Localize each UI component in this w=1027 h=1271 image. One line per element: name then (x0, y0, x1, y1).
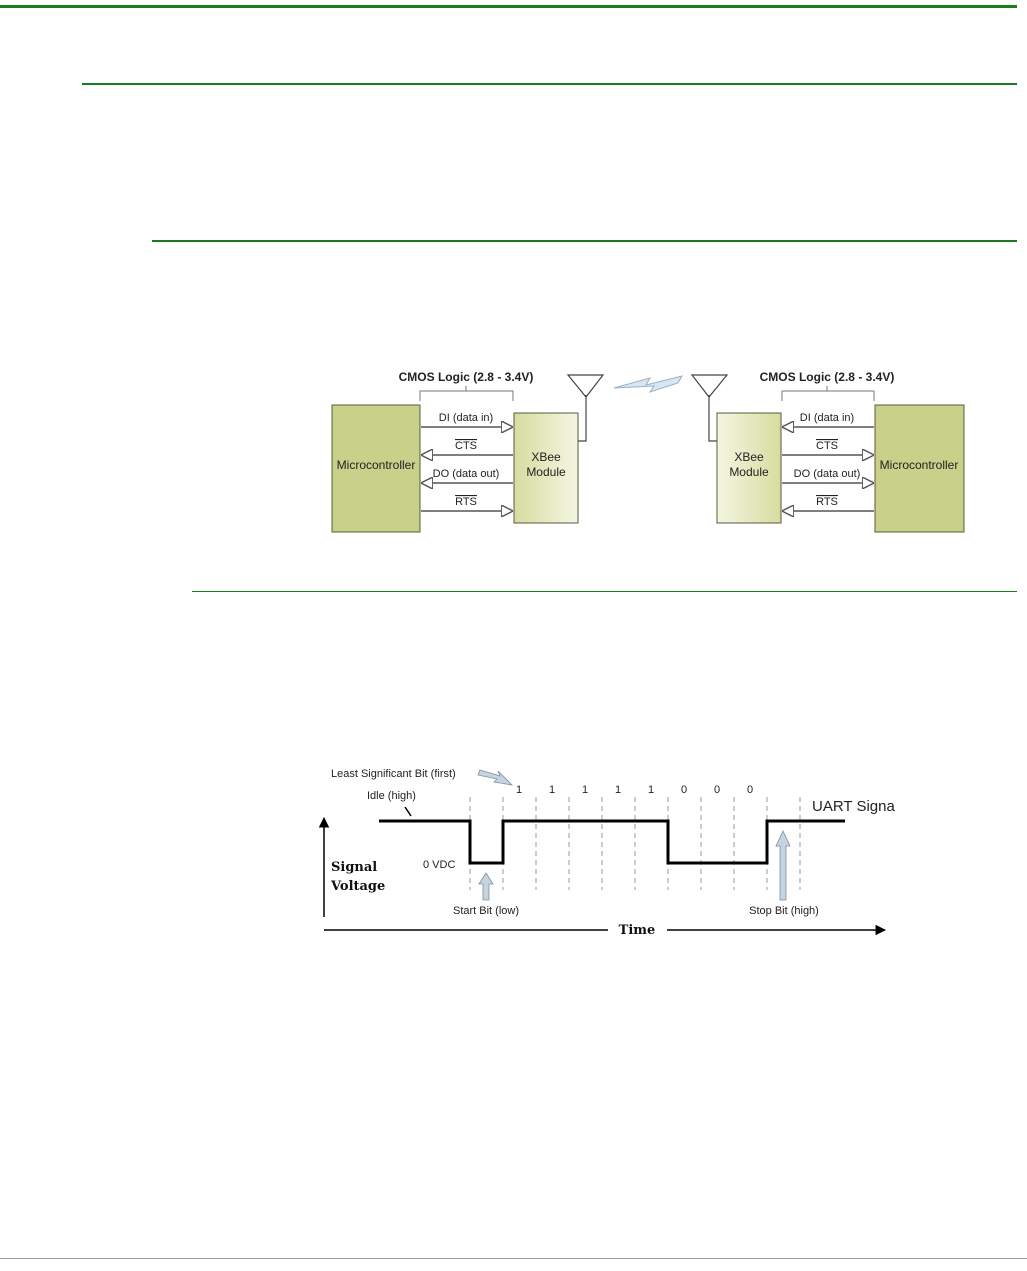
right-antenna-icon (690, 374, 729, 442)
zero-vdc-label: 0 VDC (423, 859, 455, 871)
bit-value: 0 (714, 784, 720, 796)
right-xbee-box (716, 412, 782, 524)
bit-value: 1 (615, 784, 621, 796)
right-logic-label: CMOS Logic (2.8 - 3.4V) (760, 370, 895, 384)
system-data-flow-diagram: CMOS Logic (2.8 - 3.4V) Microcontroller … (331, 370, 965, 533)
right-cts-label: CTS (816, 440, 838, 452)
bit-boundary-lines (469, 797, 801, 890)
start-bit-arrow-icon (478, 872, 494, 901)
top-rule (0, 5, 1017, 8)
right-microcontroller-box (874, 404, 965, 533)
time-label: Time (619, 923, 656, 938)
right-rts-label: RTS (816, 496, 838, 508)
signal-voltage-label-line1: Signal (331, 860, 377, 875)
bit-value: 1 (582, 784, 588, 796)
uart-timing-diagram: 1 1 1 1 1 0 0 0 Least Significant Bit (f… (318, 768, 895, 938)
left-xbee-box (513, 412, 579, 524)
lsb-pointer-arrow (477, 769, 514, 786)
left-microcontroller-box (331, 404, 421, 533)
start-bit-label: Start Bit (low) (453, 905, 519, 917)
stop-bit-label: Stop Bit (high) (749, 905, 819, 917)
section-rule-3 (192, 591, 1017, 592)
section-rule-2 (152, 240, 1017, 242)
left-logic-bracket (419, 386, 514, 401)
section-rule-1 (82, 83, 1017, 85)
left-cts-label: CTS (455, 440, 477, 452)
left-di-label: DI (data in) (439, 412, 493, 424)
left-xbee-label-line1: XBee (531, 450, 561, 464)
stop-bit-arrow-icon (775, 830, 791, 901)
left-antenna-icon (566, 374, 605, 442)
bit-value: 0 (681, 784, 687, 796)
signal-voltage-label-line2: Voltage (330, 879, 385, 894)
lsb-label: Least Significant Bit (first) (331, 768, 456, 780)
footer-rule (0, 1258, 1027, 1259)
wireless-link-icon (613, 375, 684, 393)
bit-value: 1 (648, 784, 654, 796)
right-do-label: DO (data out) (794, 468, 861, 480)
right-logic-bracket (781, 386, 875, 401)
left-rts-label: RTS (455, 496, 477, 508)
right-microcontroller-label: Microcontroller (880, 458, 959, 472)
right-xbee-label-line1: XBee (734, 450, 764, 464)
bit-value: 1 (516, 784, 522, 796)
left-xbee-label-line2: Module (526, 465, 566, 479)
left-do-label: DO (data out) (433, 468, 500, 480)
right-di-label: DI (data in) (800, 412, 854, 424)
right-xbee-label-line2: Module (729, 465, 769, 479)
bit-value: 0 (747, 784, 753, 796)
left-logic-label: CMOS Logic (2.8 - 3.4V) (399, 370, 534, 384)
left-microcontroller-label: Microcontroller (337, 458, 416, 472)
uart-signal-label: UART Signal (812, 798, 895, 815)
uart-waveform (379, 819, 845, 865)
bit-value: 1 (549, 784, 555, 796)
idle-label: Idle (high) (367, 790, 416, 802)
idle-pointer (404, 806, 412, 817)
